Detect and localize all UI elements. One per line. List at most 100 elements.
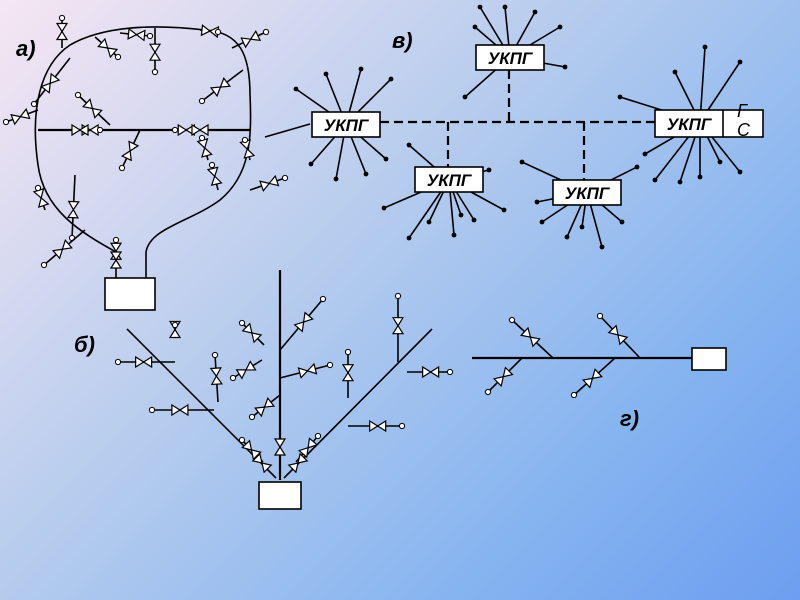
well-icon — [599, 244, 605, 250]
well-line — [40, 229, 86, 269]
wellhead-icon — [570, 391, 578, 399]
well-icon — [619, 219, 625, 225]
well-icon — [557, 24, 563, 30]
well-icon — [363, 171, 369, 177]
valve-icon — [241, 322, 263, 344]
well-icon — [502, 4, 508, 10]
valve-icon — [240, 30, 262, 49]
well-icon — [642, 151, 648, 157]
well-line — [55, 14, 69, 48]
wellhead-icon — [314, 432, 322, 440]
scheme-a-ring — [2, 14, 289, 311]
wellhead-icon — [114, 53, 122, 61]
ukpg-unit-middle: УКПГ — [414, 166, 484, 193]
wellhead-icon — [112, 236, 120, 244]
well-line — [341, 348, 355, 398]
scheme-b-tree — [114, 270, 454, 510]
valve-icon — [10, 107, 31, 126]
wellhead-icon — [30, 100, 38, 108]
well-line — [118, 129, 141, 172]
well-line — [168, 320, 182, 339]
scheme-g-linear — [472, 312, 727, 399]
wellhead-icon — [2, 118, 10, 126]
ukpg-unit-right-with-gs: УКПГ Г С — [654, 101, 764, 140]
well-icon — [381, 205, 387, 211]
scheme-v-ukpg: УКПГ УКПГ УКПГ УКПГ УКПГ Г С — [264, 4, 764, 250]
ukpg-left-input — [264, 123, 311, 138]
well-icon — [486, 167, 492, 173]
well-icon — [564, 234, 570, 240]
wellhead-icon — [238, 319, 246, 327]
scheme-label-a: а) — [16, 36, 36, 61]
wellhead-icon — [241, 136, 249, 144]
valve-icon — [241, 439, 262, 461]
ukpg-label: УКПГ — [427, 171, 473, 190]
wellhead-icon — [34, 184, 42, 192]
valve-icon — [109, 251, 123, 269]
valve-icon — [40, 72, 61, 94]
wellhead-icon — [596, 312, 604, 320]
well-icon — [652, 177, 658, 183]
well-icon — [737, 169, 743, 175]
well-line — [32, 184, 50, 211]
valve-icon — [196, 138, 213, 158]
valve-icon — [297, 362, 318, 379]
well-line — [30, 57, 71, 108]
wellhead-icon — [171, 126, 179, 134]
wellhead-icon — [446, 368, 454, 376]
wellhead-icon — [214, 28, 222, 36]
well-icon — [333, 176, 339, 182]
valve-icon — [607, 324, 629, 346]
scheme-g-wells — [484, 312, 641, 399]
wellhead-icon — [114, 358, 122, 366]
wellhead-icon — [326, 361, 334, 369]
wellhead-icon — [171, 321, 179, 329]
scheme-g-collection-point — [691, 347, 727, 371]
scheme-label-v: в) — [392, 28, 413, 53]
valve-icon — [235, 360, 257, 380]
well-line — [148, 403, 214, 417]
wellhead-icon — [229, 374, 237, 382]
wellhead-icon — [146, 32, 154, 40]
valve-icon — [422, 365, 440, 379]
well-icon — [634, 164, 640, 170]
well-line — [94, 36, 122, 61]
gs-label-bottom: С — [737, 120, 751, 140]
wellhead-icon — [198, 97, 206, 105]
well-icon — [406, 142, 412, 148]
well-icon — [562, 64, 568, 70]
well-line — [248, 394, 281, 421]
valve-icon — [209, 367, 223, 386]
scheme-label-g: г) — [620, 406, 639, 431]
ukpg-label: УКПГ — [324, 116, 370, 135]
well-line — [596, 312, 641, 359]
well-line — [279, 295, 327, 351]
ukpg-label: УКПГ — [488, 49, 534, 68]
well-line — [198, 69, 244, 105]
ukpg-unit-bottom: УКПГ — [552, 179, 622, 206]
tree-left-branch — [126, 328, 277, 479]
well-icon — [406, 235, 412, 241]
well-line — [229, 359, 263, 382]
well-line — [231, 28, 270, 49]
wellhead-icon — [281, 174, 289, 182]
valve-icon — [191, 123, 209, 137]
valve-icon — [492, 366, 514, 388]
well-line — [238, 319, 265, 346]
ukpg-label: УКПГ — [565, 184, 611, 203]
valve-icon — [239, 139, 256, 159]
well-line — [2, 107, 39, 126]
well-icon — [388, 76, 394, 82]
well-icon — [717, 159, 723, 165]
wellhead-icon — [74, 91, 82, 99]
well-icon — [308, 161, 314, 167]
valve-icon — [51, 239, 73, 260]
well-line — [391, 292, 405, 362]
valve-icon — [206, 166, 223, 187]
well-icon — [358, 66, 364, 72]
well-icon — [383, 156, 389, 162]
well-line — [66, 174, 80, 242]
valve-icon — [273, 438, 287, 456]
well-line — [239, 136, 256, 161]
